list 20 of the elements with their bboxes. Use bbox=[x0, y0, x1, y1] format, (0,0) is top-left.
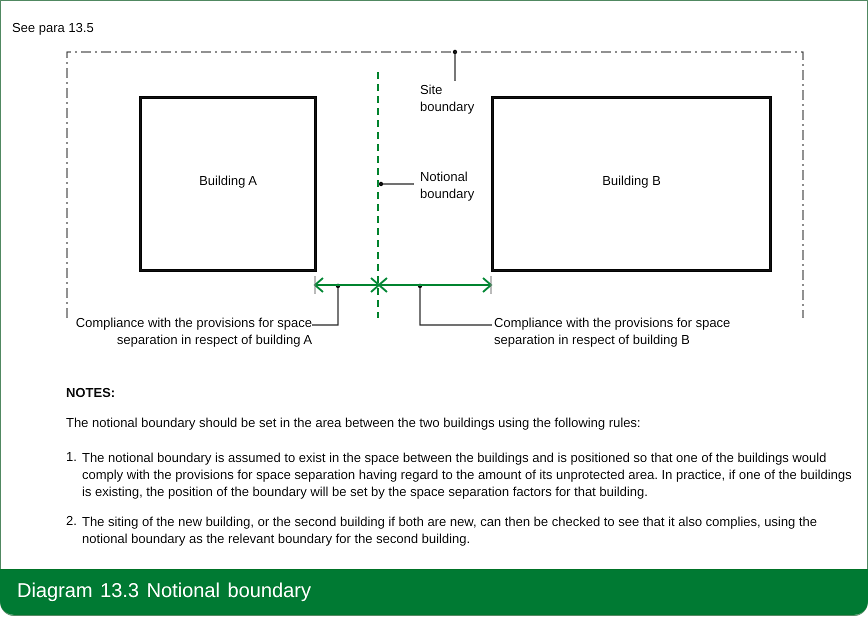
reference-note: See para 13.5 bbox=[12, 20, 94, 35]
notes-paragraph: The notional boundary should be set in the area between the two buildings using the following rules: bbox=[66, 415, 642, 430]
callout-label: Compliance with the provisions for space separation in respect of building A bbox=[50, 314, 312, 350]
callout-label: Compliance with the provisions for space separation in respect of building B bbox=[494, 314, 756, 350]
notes-paragraph: The siting of the new building, or the second building if both are new, can then be checked to see that it also complies, using the notional boundary as the relevant boundary for the second building. bbox=[82, 513, 818, 547]
site-boundary-line bbox=[66, 50, 804, 318]
leader-line bbox=[378, 182, 414, 186]
leader-line bbox=[418, 284, 492, 326]
building-outline: Building A bbox=[139, 96, 317, 272]
leader-line bbox=[452, 50, 458, 81]
diagram-title: Diagram 13.3 Notional boundary bbox=[17, 580, 311, 603]
list-number: 2. bbox=[66, 513, 77, 528]
building-outline: Building B bbox=[491, 96, 772, 272]
list-number: 1. bbox=[66, 449, 77, 464]
notes-heading: NOTES: bbox=[66, 385, 116, 400]
notional-boundary-line bbox=[374, 70, 382, 320]
dimension-line bbox=[312, 276, 382, 294]
dimension-line bbox=[376, 276, 494, 294]
leader-line bbox=[312, 284, 340, 326]
notes-paragraph: The notional boundary is assumed to exist in the space between the buildings and is positioned so that one of the buildings would comply with the provisions for space separation having regard to the amount of its unprotected area. In practice, if one of the buildings is existing, the position of the boundary will be set by the space separation factors for that building. bbox=[82, 449, 852, 500]
